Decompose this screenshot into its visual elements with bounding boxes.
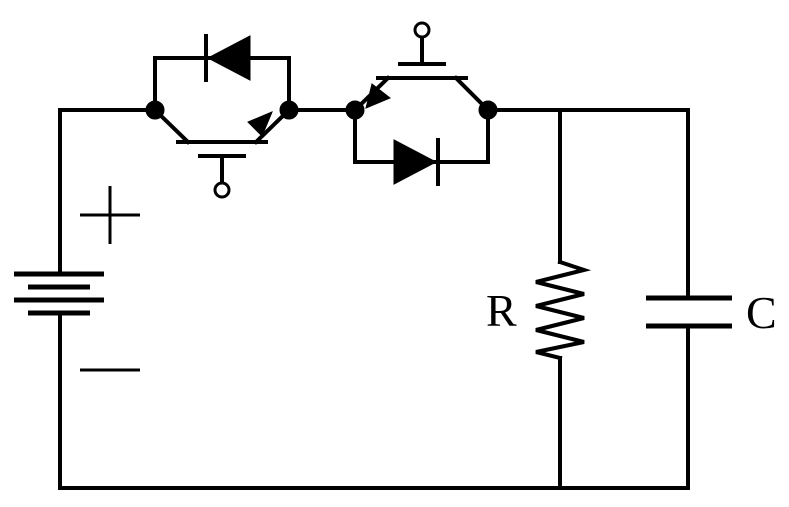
wire-bottom-rail — [58, 311, 690, 490]
diode-1-triangle — [206, 35, 251, 81]
igbt-switch-1 — [145, 34, 299, 199]
wire-battery-top — [58, 108, 157, 276]
node-1 — [145, 100, 165, 120]
igbt-switch-2 — [345, 21, 498, 186]
wire-output-rail — [486, 108, 690, 300]
igbt-2-gate-terminal — [413, 21, 431, 39]
resistor-zigzag — [535, 259, 592, 361]
igbt-1-gate-terminal — [213, 181, 231, 199]
node-3 — [345, 100, 365, 120]
capacitor-label: C — [746, 287, 777, 338]
node-4 — [478, 100, 498, 120]
battery-symbol — [14, 271, 104, 316]
diode-2-triangle — [393, 139, 438, 185]
igbt-1-emitter-arrow — [247, 111, 273, 137]
resistor-label: R — [486, 285, 517, 336]
plus-sign — [80, 186, 140, 244]
node-2 — [279, 100, 299, 120]
capacitor-symbol — [646, 295, 732, 329]
igbt-2-emitter-arrow — [365, 83, 391, 109]
wiring — [58, 108, 690, 490]
